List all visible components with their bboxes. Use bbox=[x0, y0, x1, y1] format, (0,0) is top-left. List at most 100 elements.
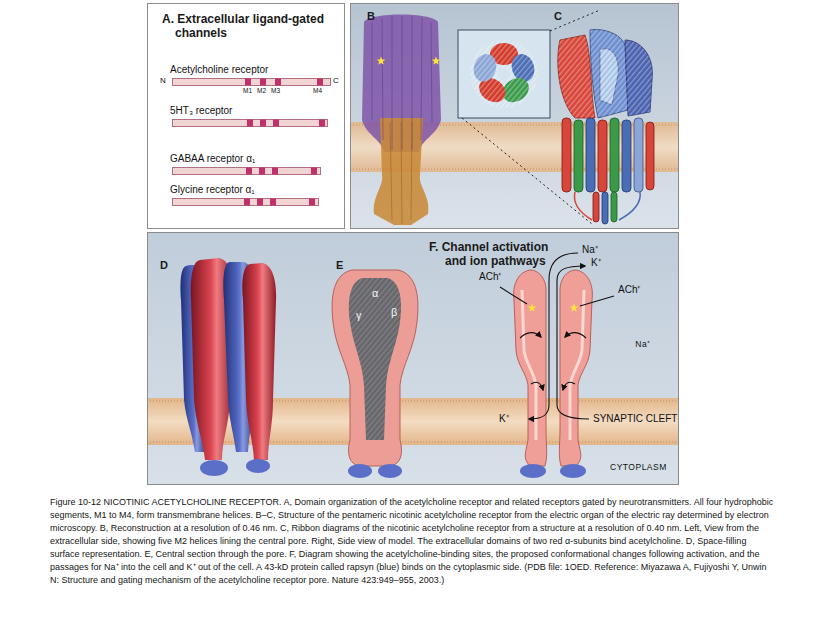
illustration-part bbox=[634, 118, 643, 192]
illustration-part bbox=[602, 192, 608, 224]
helix-segment bbox=[317, 79, 323, 86]
bar-body bbox=[173, 79, 331, 86]
illustration-part bbox=[560, 464, 586, 478]
helix-segment bbox=[309, 199, 315, 206]
domain-bar bbox=[172, 166, 324, 176]
part-label: K⁺ bbox=[499, 413, 509, 425]
panel-box: DEF. Channel activation and ion pathways bbox=[147, 232, 679, 485]
illustration-part bbox=[619, 192, 640, 220]
part-label: ACh⁺ bbox=[618, 284, 640, 296]
part-label: C bbox=[333, 76, 339, 86]
illustration-part bbox=[246, 459, 270, 473]
part-label: N bbox=[160, 76, 166, 86]
helix-segment bbox=[244, 199, 250, 206]
receptor-domain-bar: 5HT₃ receptor bbox=[170, 105, 345, 130]
illustration-part bbox=[377, 57, 386, 65]
bar-body bbox=[173, 199, 319, 206]
illustration-part bbox=[557, 266, 589, 419]
receptor-name: Glycine receptor α₁ bbox=[170, 184, 345, 196]
illustration-part bbox=[625, 40, 652, 116]
illustration-part bbox=[147, 442, 679, 443]
helix-segment bbox=[259, 168, 265, 175]
illustration-part bbox=[332, 270, 418, 466]
illustration-part bbox=[562, 118, 654, 224]
part-label: M2 bbox=[257, 87, 266, 95]
illustration-part bbox=[611, 192, 617, 222]
illustration-part bbox=[390, 122, 392, 220]
receptor-domain-bar: GABAA receptor α₁ bbox=[170, 153, 345, 178]
helix-segment bbox=[260, 120, 266, 127]
illustration-part bbox=[565, 333, 586, 338]
illustration-part bbox=[432, 57, 441, 65]
illustration-part bbox=[401, 122, 402, 224]
illustration-part bbox=[574, 120, 583, 192]
illustration-part bbox=[147, 232, 679, 485]
channel-diagram bbox=[500, 253, 614, 478]
part-label: Na⁺ bbox=[612, 339, 674, 349]
panel-letter: B bbox=[367, 10, 375, 23]
illustration-part bbox=[378, 464, 402, 478]
zoom-lines bbox=[462, 10, 600, 224]
domain-bar bbox=[172, 77, 334, 87]
illustration-part bbox=[550, 10, 600, 31]
part-label: M4 bbox=[313, 87, 322, 95]
illustration-part bbox=[522, 290, 536, 440]
space-filling-model bbox=[181, 258, 277, 476]
bar-body bbox=[173, 168, 321, 175]
illustration-part bbox=[600, 49, 618, 105]
illustration-part bbox=[500, 253, 614, 419]
illustration-part bbox=[349, 278, 401, 440]
illustration-part bbox=[580, 296, 614, 306]
illustration-part bbox=[529, 253, 578, 419]
helix-segment bbox=[270, 199, 276, 206]
part-label: γ bbox=[356, 309, 362, 322]
em-density-map bbox=[362, 15, 441, 226]
panel-box: A. Extracellular ligand-gated channelsAc… bbox=[147, 3, 345, 229]
illustration-part bbox=[598, 120, 607, 192]
part-label: M3 bbox=[271, 87, 280, 95]
illustration-part bbox=[562, 118, 571, 192]
illustration-part bbox=[374, 118, 429, 225]
panel-letter: E bbox=[336, 259, 343, 272]
illustration-part bbox=[625, 40, 652, 116]
illustration-part bbox=[348, 464, 372, 478]
part-label: β bbox=[391, 306, 397, 319]
illustration-part bbox=[382, 18, 383, 140]
illustration-part bbox=[558, 35, 595, 118]
illustration-part bbox=[622, 120, 631, 192]
helix-segment bbox=[319, 120, 325, 127]
illustration-part bbox=[558, 35, 595, 118]
illustration-part bbox=[563, 382, 575, 390]
part-label: K⁺ bbox=[591, 257, 601, 269]
illustration-part bbox=[590, 30, 628, 118]
illustration-part bbox=[242, 263, 276, 460]
receptor-name: GABAA receptor α₁ bbox=[170, 153, 345, 165]
illustration-part bbox=[520, 333, 541, 338]
illustration-part bbox=[590, 30, 628, 118]
helix-segment bbox=[273, 120, 279, 127]
illustration-part bbox=[570, 304, 579, 312]
helix-segment bbox=[245, 79, 251, 86]
illustration-part bbox=[646, 122, 654, 190]
pore-section bbox=[332, 270, 418, 478]
panel-grounds bbox=[147, 3, 679, 485]
illustration-part bbox=[402, 16, 403, 150]
helix-segment bbox=[257, 199, 263, 206]
illustration-part bbox=[462, 118, 592, 224]
part-label: α bbox=[372, 287, 378, 300]
helix-segment bbox=[247, 120, 253, 127]
panel-box: BC bbox=[350, 3, 679, 229]
illustration-part bbox=[390, 122, 412, 224]
part-label: ACh⁺ bbox=[479, 271, 501, 283]
illustration-part bbox=[520, 464, 546, 478]
part-label: CYTOPLASM bbox=[610, 462, 667, 472]
ribbon-model bbox=[558, 30, 654, 224]
illustration-part bbox=[431, 22, 432, 122]
illustration-part bbox=[514, 270, 547, 466]
helix-segment bbox=[275, 79, 281, 86]
receptor-domain-bar: Glycine receptor α₁ bbox=[170, 184, 345, 209]
illustration-part bbox=[559, 270, 592, 466]
illustration-part bbox=[392, 16, 393, 150]
